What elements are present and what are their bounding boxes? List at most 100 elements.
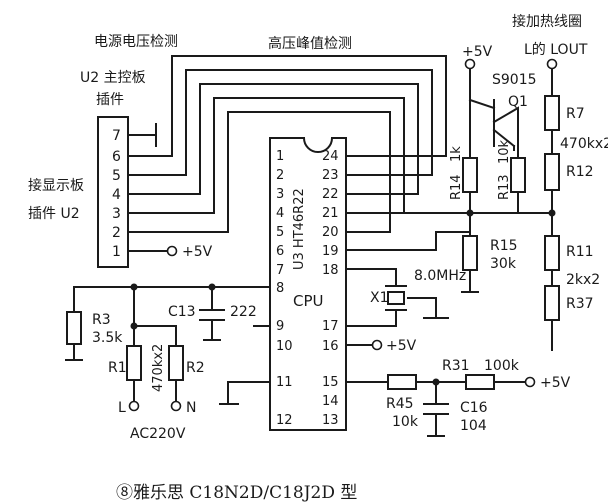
- svg-text:13: 13: [322, 413, 339, 428]
- label-u2-board: U2 主控板: [80, 70, 146, 86]
- svg-text:20: 20: [322, 225, 339, 240]
- resistor-r13: [510, 157, 526, 193]
- label-r11: R11: [566, 244, 594, 260]
- label-5v-a: +5V: [182, 244, 213, 260]
- wires: [65, 55, 553, 437]
- label-r31-value: 100k: [484, 358, 520, 374]
- resistor-r45: [387, 374, 417, 390]
- svg-text:10: 10: [276, 339, 293, 354]
- resistor-r1: [126, 345, 142, 381]
- svg-text:3: 3: [276, 187, 284, 202]
- label-c13: C13: [168, 304, 196, 320]
- chip-name: U3 HT46R22: [292, 188, 307, 270]
- capacitors: [199, 309, 449, 415]
- resistors: [66, 95, 560, 390]
- label-r1: R1: [108, 360, 127, 376]
- label-r7: R7: [566, 106, 585, 122]
- label-lout: L的 LOUT: [524, 42, 588, 58]
- label-r14-value: 1k: [449, 146, 464, 162]
- label-q1: Q1: [508, 94, 528, 110]
- svg-text:6: 6: [276, 244, 284, 259]
- label-display-board: 接显示板: [28, 177, 84, 194]
- svg-text:5: 5: [276, 225, 284, 240]
- svg-text:9: 9: [276, 319, 284, 334]
- conn-pin: 4: [112, 187, 121, 203]
- crystal-x1: [385, 285, 407, 311]
- label-x1: X1: [370, 290, 389, 306]
- label-display-plugin: 插件 U2: [28, 206, 80, 222]
- label-r1r2-value: 470kx2: [151, 344, 166, 392]
- label-5v-d: +5V: [540, 375, 571, 391]
- terminal-5v-c: [371, 339, 383, 351]
- chip-cpu-label: CPU: [293, 292, 324, 310]
- label-u2-plugin: 插件: [96, 92, 124, 108]
- label-r45: R45: [386, 396, 414, 412]
- label-c13-value: 222: [230, 304, 257, 320]
- label-heat-coil: 接加热线圈: [512, 13, 582, 30]
- resistor-r2: [168, 345, 184, 381]
- terminal-lout: [546, 58, 558, 70]
- label-r14: R14: [449, 174, 464, 200]
- terminal-5v-d: [524, 376, 536, 388]
- resistor-r3: [66, 311, 82, 345]
- svg-text:24: 24: [322, 149, 339, 164]
- label-r37: R37: [566, 296, 594, 312]
- figure-caption: ⑧雅乐思 C18N2D/C18J2D 型: [116, 483, 357, 503]
- terminal-5v-b: [464, 58, 476, 70]
- label-r2: R2: [186, 360, 205, 376]
- svg-text:15: 15: [322, 375, 339, 390]
- svg-text:11: 11: [276, 375, 293, 390]
- label-x1-value: 8.0MHz: [414, 268, 466, 284]
- junction-dots: [130, 209, 556, 386]
- label-r7-value: 470kx2: [560, 136, 608, 152]
- svg-text:16: 16: [322, 339, 339, 354]
- label-r15: R15: [490, 238, 518, 254]
- svg-text:7: 7: [276, 263, 284, 278]
- conn-pin: 2: [112, 225, 121, 241]
- label-r11-value: 2kx2: [566, 272, 600, 288]
- resistor-r31: [465, 374, 495, 390]
- label-ac220v: AC220V: [130, 426, 186, 442]
- svg-text:17: 17: [322, 319, 339, 334]
- svg-text:19: 19: [322, 244, 339, 259]
- svg-text:8: 8: [276, 281, 284, 296]
- terminal-5v-a: [166, 245, 178, 257]
- label-r45-value: 10k: [392, 414, 419, 430]
- svg-text:1: 1: [276, 149, 284, 164]
- label-r13-value: 10k: [497, 139, 512, 164]
- resistor-r11: [544, 235, 560, 271]
- label-r13: R13: [497, 174, 512, 200]
- svg-text:14: 14: [322, 394, 339, 409]
- label-c16-value: 104: [460, 418, 487, 434]
- svg-text:23: 23: [322, 168, 339, 183]
- terminal-l: [128, 400, 140, 412]
- conn-pin: 5: [112, 168, 121, 184]
- conn-pin: 6: [112, 149, 121, 165]
- label-peak-detect: 高压峰值检测: [268, 35, 352, 52]
- label-q1-type: S9015: [492, 72, 537, 88]
- label-r31: R31: [442, 358, 470, 374]
- cpu-left-pins: 1 2 3 4 5 6 7 8 9 10 11 12: [276, 149, 293, 428]
- label-r3-value: 3.5k: [92, 330, 123, 346]
- resistor-r37: [544, 285, 560, 321]
- svg-text:12: 12: [276, 413, 293, 428]
- label-l: L: [118, 400, 126, 416]
- label-r3: R3: [92, 312, 111, 328]
- connector-pins: 7 6 5 4 3 2 1: [112, 128, 121, 260]
- resistor-r14: [462, 157, 478, 193]
- connector-u2: [97, 116, 129, 268]
- svg-text:21: 21: [322, 206, 339, 221]
- svg-text:2: 2: [276, 168, 284, 183]
- supply-labels: +5V +5V +5V +5V L N AC220V: [118, 44, 571, 442]
- conn-pin: 1: [112, 244, 121, 260]
- svg-text:4: 4: [276, 206, 284, 221]
- resistor-r7: [544, 95, 560, 131]
- svg-text:18: 18: [322, 263, 339, 278]
- terminal-n: [170, 400, 182, 412]
- resistor-r15: [462, 235, 478, 271]
- svg-text:22: 22: [322, 187, 339, 202]
- cpu-chip: [269, 137, 347, 431]
- label-c16: C16: [460, 400, 488, 416]
- terminals: [128, 58, 558, 412]
